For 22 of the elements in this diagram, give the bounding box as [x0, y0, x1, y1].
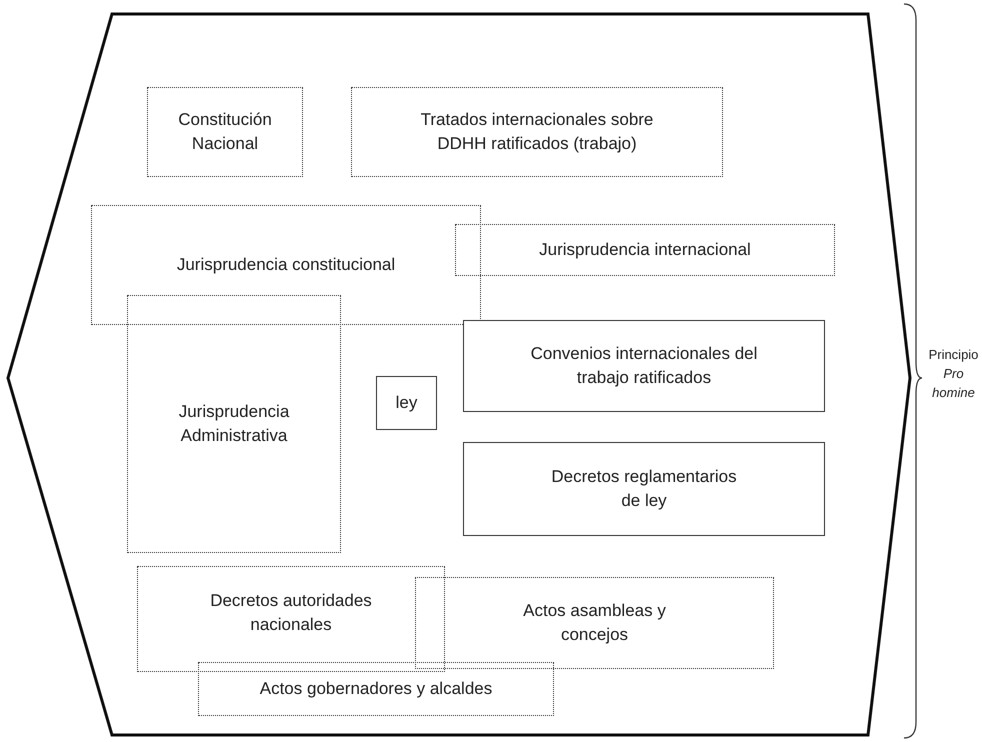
box-label: Actos gobernadores y alcaldes — [260, 678, 492, 700]
category-box — [351, 87, 723, 177]
category-box — [198, 662, 554, 716]
category-box — [147, 87, 303, 177]
category-box — [376, 376, 437, 430]
box-label: Constitución Nacional — [177, 109, 273, 155]
category-box — [415, 577, 774, 669]
box-label: Jurisprudencia Administrativa — [178, 401, 290, 447]
principle-label: Principio Pro homine — [928, 346, 980, 402]
box-label: Decretos autoridades nacionales — [209, 590, 373, 636]
box-label: Jurisprudencia internacional — [539, 239, 751, 262]
category-box — [463, 320, 825, 412]
category-box — [137, 566, 445, 672]
category-box — [455, 224, 835, 276]
box-label: Jurisprudencia constitucional — [176, 254, 396, 276]
box-label: ley — [396, 392, 418, 414]
box-label: Actos asambleas y concejos — [522, 600, 667, 646]
box-label: Convenios internacionales del trabajo ratificados — [530, 343, 758, 389]
category-box — [463, 442, 825, 536]
box-label: Tratados internacionales sobre DDHH ratificados (trabajo) — [420, 109, 654, 155]
box-label: Decretos reglamentarios de ley — [550, 466, 738, 512]
category-box — [127, 295, 341, 553]
